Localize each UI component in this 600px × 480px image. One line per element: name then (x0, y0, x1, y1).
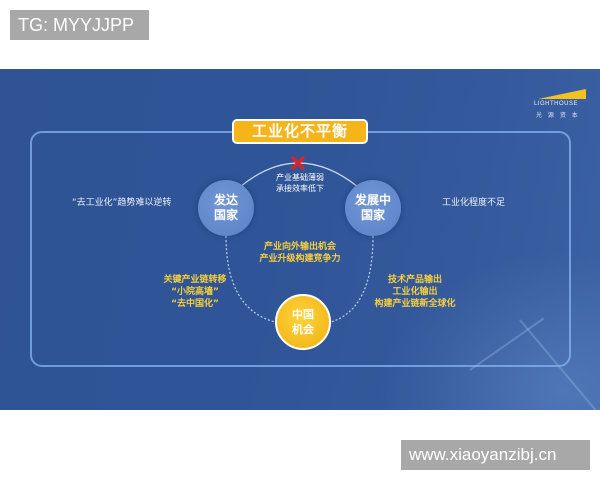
node-label-line-1: 中国 (292, 308, 314, 321)
right-bottom-note-line-1: 技术产品输出 (387, 275, 442, 285)
node-developed-countries: 发达 国家 (198, 180, 254, 236)
center-note-line-1: 产业向外输出机会 (263, 242, 336, 252)
node-china-opportunity: 中国 机会 (275, 294, 331, 350)
logo-subtitle: 光 源 资 本 (536, 112, 580, 119)
lighthouse-logo: LIGHTHOUSE 光 源 资 本 (532, 85, 592, 125)
left-bottom-note-line-2: “小院高墙” (171, 287, 219, 297)
node-label-line-2: 机会 (292, 323, 314, 336)
diagram-slide: LIGHTHOUSE 光 源 资 本 工业化不平衡 产业基础薄弱 承接效率低下 … (0, 69, 600, 410)
node-label-line-1: 发展中 (354, 193, 391, 207)
left-note: “去工业化”趋势难以逆转 (72, 198, 172, 208)
logo-name: LIGHTHOUSE (534, 101, 579, 107)
left-bottom-note: 关键产业链转移 “小院高墙” “去中国化” (150, 274, 240, 310)
node-label-line-2: 国家 (213, 208, 238, 222)
x-mark-icon (291, 156, 305, 170)
watermark-bottom: www.xiaoyanzibj.cn (401, 440, 590, 470)
barrier-line-1: 产业基础薄弱 (276, 173, 324, 182)
right-bottom-note-line-2: 工业化输出 (392, 287, 438, 297)
right-note: 工业化程度不足 (442, 198, 506, 208)
node-developing-countries: 发展中 国家 (345, 180, 401, 236)
background-glow (380, 250, 600, 410)
right-bottom-note-line-3: 构建产业链新全球化 (374, 299, 456, 309)
left-bottom-note-line-3: “去中国化” (171, 299, 219, 309)
right-bottom-note: 技术产品输出 工业化输出 构建产业链新全球化 (360, 274, 470, 310)
center-note: 产业向外输出机会 产业升级构建竞争力 (245, 241, 355, 265)
node-label-line-2: 国家 (360, 208, 385, 222)
left-bottom-note-line-1: 关键产业链转移 (163, 275, 227, 285)
diagram-title: 工业化不平衡 (232, 119, 368, 144)
center-note-line-2: 产业升级构建竞争力 (259, 254, 341, 264)
barrier-note: 产业基础薄弱 承接效率低下 (270, 172, 330, 194)
node-label-line-1: 发达 (213, 193, 238, 207)
watermark-top: TG: MYYJJPP (10, 10, 149, 40)
lighthouse-beam-icon (538, 89, 586, 99)
barrier-line-2: 承接效率低下 (276, 184, 324, 193)
